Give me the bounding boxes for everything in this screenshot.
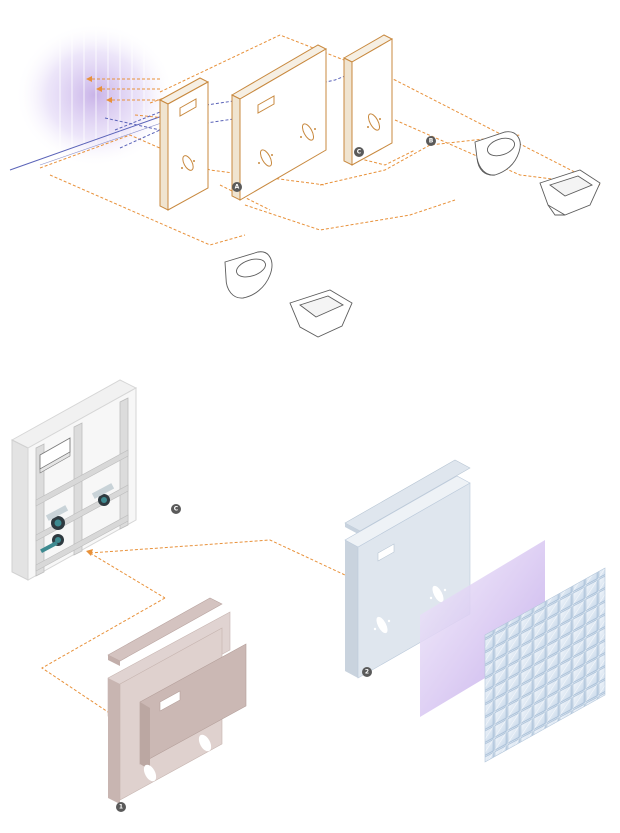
installation-frame (10, 379, 138, 581)
upper-arrowheads (86, 76, 112, 103)
svg-text:1: 1 (119, 804, 123, 811)
panel-narrow-right (342, 34, 394, 166)
lower-scene: C 1 2 (10, 379, 606, 812)
upper-callout-a: A (232, 182, 242, 192)
tile-layer (484, 567, 606, 763)
svg-text:C: C (174, 506, 179, 513)
toilet-round-bottom (224, 251, 273, 299)
svg-text:A: A (235, 184, 240, 191)
upper-blue-leaders (104, 75, 346, 149)
lower-callout-2: 2 (362, 667, 372, 677)
upper-callout-c: C (354, 147, 364, 157)
panel-narrow-left (158, 77, 210, 211)
panel-wide-center (230, 44, 328, 201)
svg-text:C: C (357, 149, 362, 156)
toilet-square-right (539, 169, 601, 216)
svg-text:2: 2 (365, 669, 369, 676)
lower-leader-lines (41, 539, 346, 721)
wall-glow (9, 23, 175, 171)
upper-scene: A B C (9, 23, 601, 338)
svg-text:B: B (429, 138, 434, 145)
lower-callout-c: C (171, 504, 181, 514)
lower-callout-1: 1 (116, 802, 126, 812)
panel-1-cladding (107, 597, 247, 804)
toilet-round-right (474, 131, 521, 176)
membrane-layer (420, 540, 545, 717)
upper-callout-b: B (426, 136, 436, 146)
toilet-square-bottom (289, 289, 353, 338)
lower-arrowhead (86, 549, 93, 556)
